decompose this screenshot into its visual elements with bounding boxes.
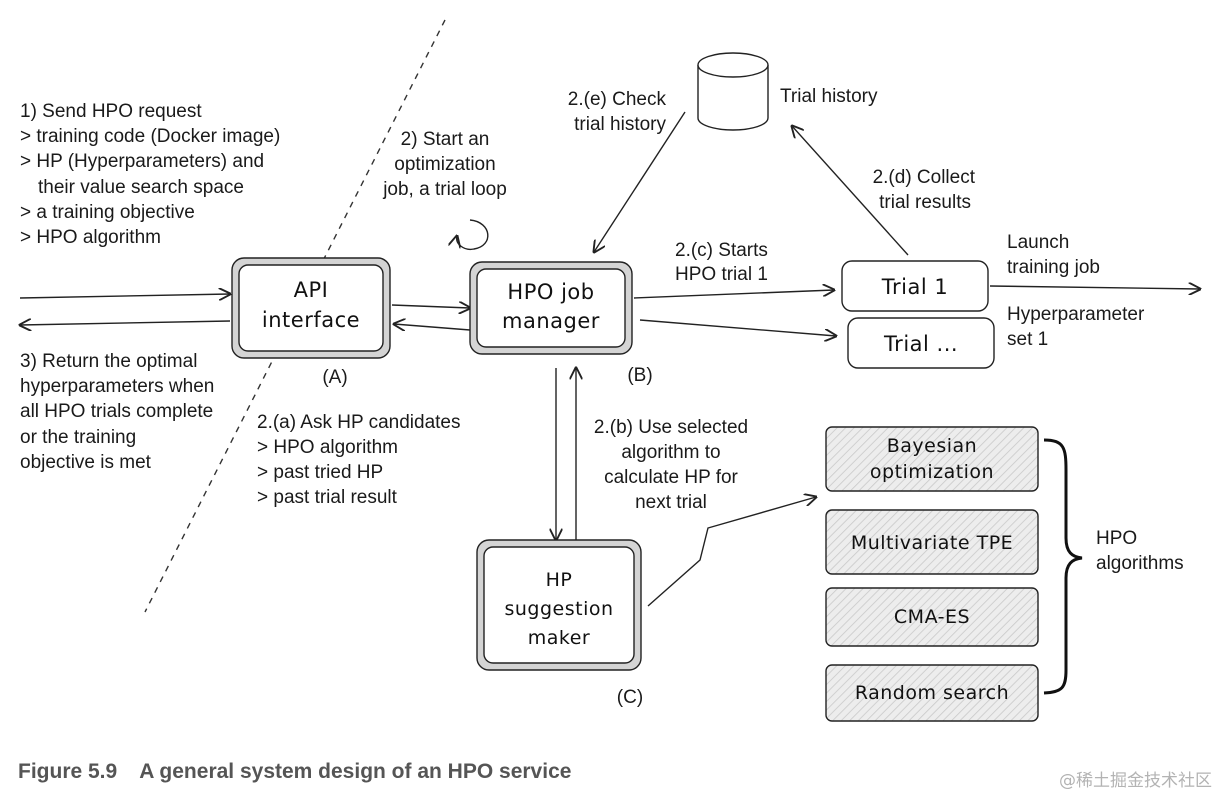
api-to-job-arrow xyxy=(391,305,470,308)
hpo-job-manager-box: HPO job manager xyxy=(469,261,633,355)
caption-number: Figure 5.9 xyxy=(18,760,118,783)
starts-line-2: HPO trial 1 xyxy=(675,264,768,285)
ask-line-2: > HPO algorithm xyxy=(257,437,398,458)
collect-results-arrow xyxy=(792,126,909,256)
check-history-text: 2.(e) Check trial history xyxy=(568,89,667,135)
return-line-5: objective is met xyxy=(20,452,152,473)
launch-line-2: training job xyxy=(1007,257,1100,278)
api-interface-box: API interface xyxy=(231,257,391,359)
trial-history-db-icon xyxy=(697,52,769,131)
hyperparam-line-1: Hyperparameter xyxy=(1007,304,1145,325)
job-tag: (B) xyxy=(627,365,652,386)
request-text: 1) Send HPO request > training code (Doc… xyxy=(20,101,280,248)
job-box-line-1: HPO job xyxy=(507,280,594,304)
request-line-3: > HP (Hyperparameters) and xyxy=(20,151,264,172)
return-line-3: all HPO trials complete xyxy=(20,401,213,422)
job-to-api-arrow xyxy=(394,324,471,330)
suggest-tag: (C) xyxy=(617,687,643,708)
api-box-line-1: API xyxy=(294,278,329,302)
trialn-label: Trial ... xyxy=(883,332,958,356)
use-line-1: 2.(b) Use selected xyxy=(594,417,748,438)
starts-trial-text: 2.(c) Starts HPO trial 1 xyxy=(675,240,768,285)
algo-random-label: Random search xyxy=(855,682,1009,704)
job-box-line-2: manager xyxy=(502,309,600,333)
suggest-box-line-3: maker xyxy=(528,627,590,649)
collect-line-2: trial results xyxy=(879,192,971,213)
return-text: 3) Return the optimal hyperparameters wh… xyxy=(20,351,214,473)
loop-icon xyxy=(457,219,489,251)
hp-suggestion-maker-box: HP suggestion maker xyxy=(476,539,642,671)
algo-bayesian-line-2: optimization xyxy=(870,461,994,483)
algo-bayesian-line-1: Bayesian xyxy=(887,435,977,457)
check-line-2: trial history xyxy=(574,114,666,135)
algorithms-label: HPO algorithms xyxy=(1096,528,1184,574)
use-line-2: algorithm to xyxy=(621,442,720,463)
collect-results-text: 2.(d) Collect trial results xyxy=(873,167,976,213)
launch-line-1: Launch xyxy=(1007,232,1069,253)
request-line-1: 1) Send HPO request xyxy=(20,101,202,122)
algorithms-label-line-1: HPO xyxy=(1096,528,1137,549)
ask-line-4: > past trial result xyxy=(257,487,398,508)
figure-caption: Figure 5.9 A general system design of an … xyxy=(18,760,571,784)
request-line-2: > training code (Docker image) xyxy=(20,126,280,147)
trial1-label: Trial 1 xyxy=(881,275,948,299)
ask-line-3: > past tried HP xyxy=(257,462,383,483)
start-line-2: optimization xyxy=(394,154,495,175)
watermark: @稀土掘金技术社区 xyxy=(1059,771,1212,791)
ask-hp-text: 2.(a) Ask HP candidates > HPO algorithm … xyxy=(257,412,460,508)
api-tag: (A) xyxy=(322,367,347,388)
use-algorithm-text: 2.(b) Use selected algorithm to calculat… xyxy=(594,417,748,513)
start-text: 2) Start an optimization job, a trial lo… xyxy=(382,129,507,200)
launch-arrow xyxy=(989,286,1200,289)
return-line-2: hyperparameters when xyxy=(20,376,214,397)
boundary-dashed-line xyxy=(144,19,446,613)
suggest-to-algo-arrow xyxy=(647,497,816,607)
use-line-3: calculate HP for xyxy=(604,467,738,488)
start-line-3: job, a trial loop xyxy=(382,179,507,200)
api-box-line-2: interface xyxy=(262,308,360,332)
request-line-5: > a training objective xyxy=(20,202,195,223)
start-line-1: 2) Start an xyxy=(401,129,490,150)
algo-tpe-box: Multivariate TPE xyxy=(825,509,1039,575)
algo-cmaes-box: CMA-ES xyxy=(825,587,1039,647)
check-history-arrow xyxy=(594,111,686,252)
launch-text: Launch training job xyxy=(1007,232,1100,278)
job-to-trialn-arrow xyxy=(639,319,836,336)
trial-1-box: Trial 1 xyxy=(841,260,989,312)
starts-line-1: 2.(c) Starts xyxy=(675,240,768,261)
check-line-1: 2.(e) Check xyxy=(568,89,667,110)
return-line-4: or the training xyxy=(20,427,136,448)
algo-bayesian-box: Bayesian optimization xyxy=(825,426,1039,492)
hyperparameter-text: Hyperparameter set 1 xyxy=(1007,304,1145,350)
algo-cmaes-label: CMA-ES xyxy=(894,606,970,628)
algo-random-box: Random search xyxy=(825,664,1039,722)
collect-line-1: 2.(d) Collect xyxy=(873,167,976,188)
algorithms-label-line-2: algorithms xyxy=(1096,553,1184,574)
job-to-trial1-arrow xyxy=(633,290,834,299)
suggest-box-line-2: suggestion xyxy=(504,598,613,620)
request-line-6: > HPO algorithm xyxy=(20,227,161,248)
request-line-4: their value search space xyxy=(38,177,244,198)
algo-tpe-label: Multivariate TPE xyxy=(851,532,1013,554)
ask-line-1: 2.(a) Ask HP candidates xyxy=(257,412,460,433)
request-arrow xyxy=(19,294,230,298)
trial-n-box: Trial ... xyxy=(847,317,995,369)
return-line-1: 3) Return the optimal xyxy=(20,351,197,372)
use-line-4: next trial xyxy=(635,492,707,513)
caption-title: A general system design of an HPO servic… xyxy=(139,760,572,783)
response-arrow xyxy=(20,321,231,325)
hyperparam-line-2: set 1 xyxy=(1007,329,1048,350)
trial-history-label: Trial history xyxy=(780,86,878,107)
algorithms-brace xyxy=(1043,438,1083,695)
suggest-box-line-1: HP xyxy=(546,569,573,591)
